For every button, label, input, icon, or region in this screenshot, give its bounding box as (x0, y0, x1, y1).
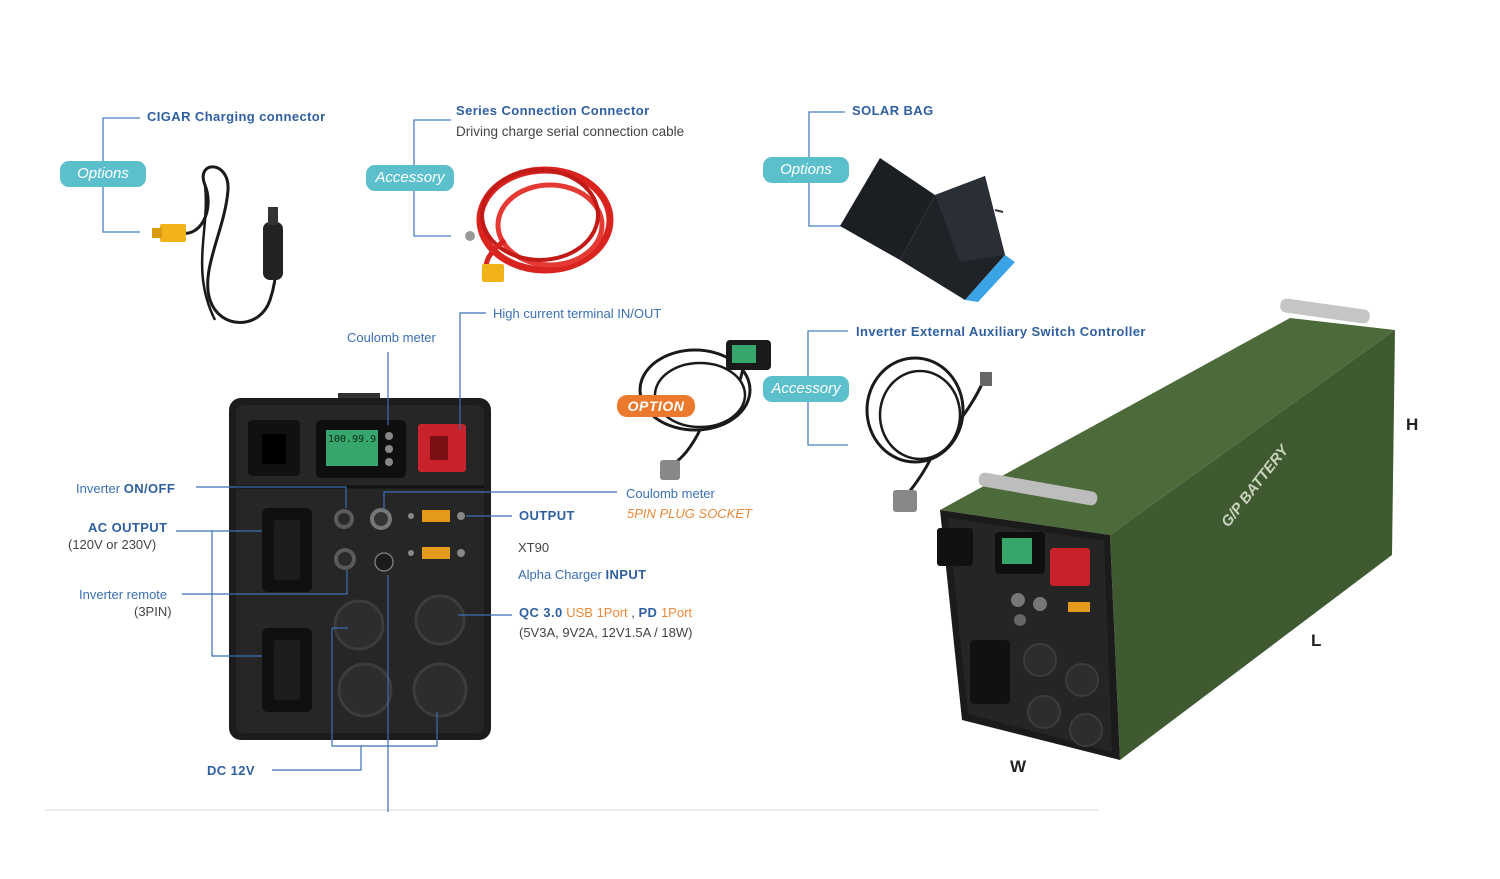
meter-display: 100.99.9 (328, 434, 377, 445)
coulomb-option-label: Coulomb meter (626, 486, 715, 501)
inverter-remote-label: Inverter remote (79, 587, 168, 602)
series-accessory-badge: Accessory (366, 165, 454, 191)
ac-output-label: AC OUTPUT (88, 520, 168, 535)
dc12v-label: DC 12V (207, 763, 255, 778)
coulomb-option-image (638, 340, 771, 480)
alpha-charger-prefix: Alpha Charger (518, 567, 606, 582)
qc-usb: USB (562, 605, 597, 620)
solar-title: SOLAR BAG (852, 103, 934, 118)
xt90-label: XT90 (518, 540, 550, 555)
ac-output-sub: (120V or 230V) (68, 537, 157, 552)
cigar-cable-image (152, 165, 283, 324)
dim-l: L (1311, 631, 1322, 650)
inverter-on-off-bold: ON/OFF (123, 481, 176, 496)
solar-options-badge: Options (763, 157, 849, 183)
alpha-charger-bold: INPUT (605, 567, 647, 582)
inverter-switch-badge: Accessory (763, 376, 849, 402)
qc-bold: QC 3.0 (519, 605, 563, 620)
qc-label: QC 3.0 USB 1Port , PD 1Port (519, 604, 692, 622)
high-current-label: High current terminal IN/OUT (493, 306, 662, 321)
output-label: OUTPUT (519, 508, 575, 523)
dim-h: H (1406, 415, 1419, 434)
coulomb-option-sub: 5PIN PLUG SOCKET (627, 506, 752, 521)
solar-bag-image (840, 158, 1015, 302)
battery-image (937, 298, 1395, 760)
inverter-switch-title: Inverter External Auxiliary Switch Contr… (856, 324, 1146, 339)
front-panel-device (229, 393, 491, 740)
qc-sub: (5V3A, 9V2A, 12V1.5A / 18W) (519, 625, 693, 640)
dim-w: W (1010, 757, 1027, 776)
cigar-options-badge: Options (60, 161, 146, 187)
series-title: Series Connection Connector (456, 103, 650, 118)
qc-1port: 1Port (596, 605, 628, 620)
panel-callout-lines (176, 312, 617, 812)
series-subtitle: Driving charge serial connection cable (456, 124, 685, 139)
qc-comma: , (627, 605, 639, 620)
cigar-title: CIGAR Charging connector (147, 109, 326, 124)
alpha-charger-label: Alpha Charger INPUT (518, 566, 646, 584)
inverter-on-off-label: Inverter ON/OFF (76, 480, 175, 498)
option-badge: OPTION (617, 395, 695, 417)
series-cable-image (465, 166, 614, 282)
coulomb-meter-label: Coulomb meter (347, 330, 436, 345)
inverter-remote-sub: (3PIN) (134, 604, 172, 619)
inverter-switch-image (865, 356, 992, 512)
qc-pd: PD (638, 605, 658, 620)
inverter-on-off-prefix: Inverter (76, 481, 124, 496)
qc-1port2: 1Port (657, 605, 693, 620)
